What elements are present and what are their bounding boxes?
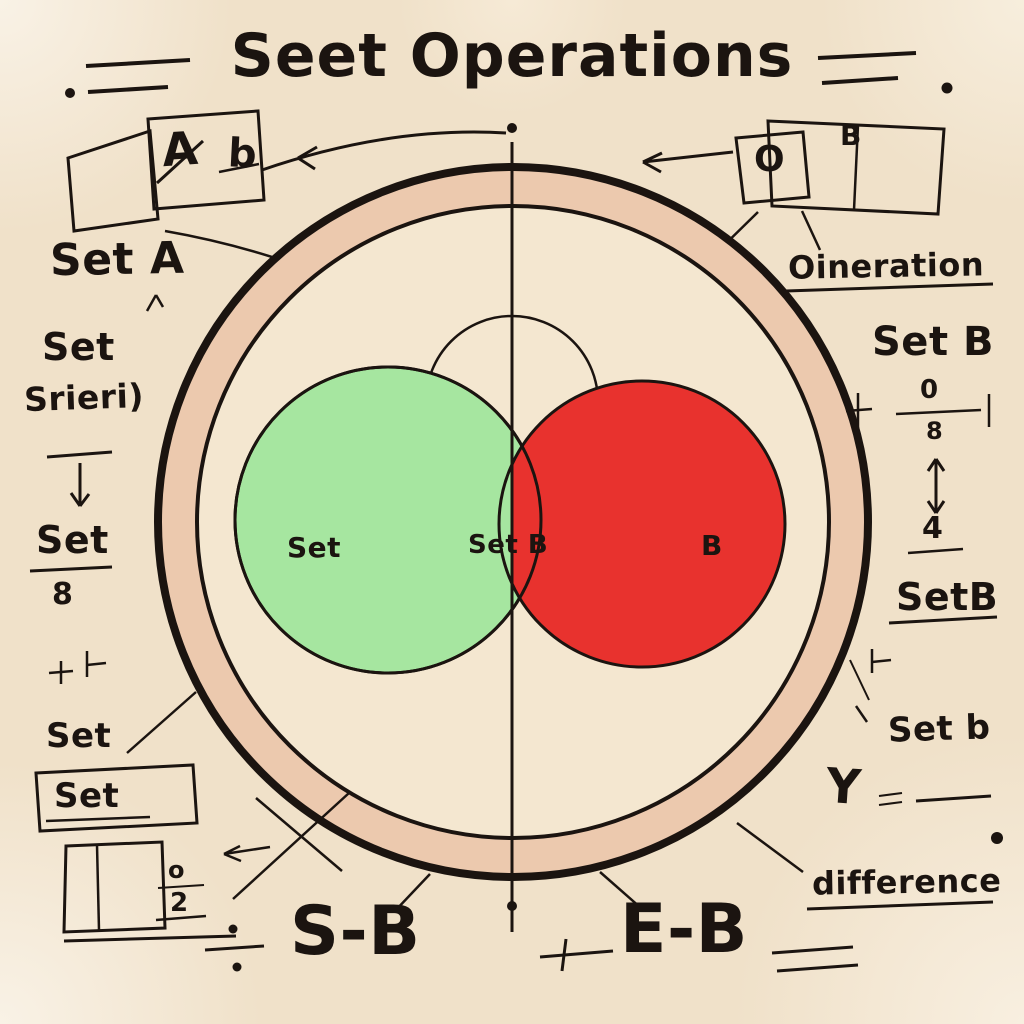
top-left-banner-sketch: [66, 109, 266, 233]
center-axis-line: [507, 123, 517, 932]
top-right-arrow: [642, 150, 734, 174]
venn-red-fill: [512, 381, 785, 667]
label-srieri: Srieri): [23, 375, 145, 420]
label-s-minus-b: S-B: [290, 892, 421, 971]
top-right-box-sketch: [706, 119, 946, 263]
label-set-a: Set A: [49, 232, 185, 287]
venn-red-outline: [497, 379, 787, 669]
banner-letter-b: b: [226, 130, 259, 178]
title-flourish-left: [65, 58, 191, 98]
top-left-arrow: [164, 130, 507, 275]
box-letter-b: B: [840, 119, 862, 152]
left-column-marks: [29, 294, 199, 833]
label-set-b-lower: Set b: [887, 707, 992, 751]
label-set-lower: Set: [46, 716, 112, 756]
leader-lines: [126, 659, 870, 913]
venn-middle-label: Set B: [468, 530, 549, 560]
label-difference: difference: [811, 861, 1002, 903]
venn-green-circle: [233, 365, 543, 675]
label-four: 4: [922, 511, 944, 546]
page-title: Seet Operations: [230, 21, 794, 91]
venn-green-outline: [233, 365, 543, 675]
label-left-fraction-top: Set: [36, 518, 109, 562]
box-letter-o: O: [754, 139, 786, 180]
label-small-2: 2: [170, 888, 189, 918]
banner-letter-a: A: [160, 120, 200, 178]
label-right-fraction-bottom: 8: [926, 417, 944, 445]
label-e-minus-b: E-B: [620, 890, 749, 969]
right-column-marks: [785, 282, 1003, 911]
label-set-b-upper: Set B: [872, 319, 994, 365]
venn-left-label: Set: [287, 531, 342, 564]
label-setb: SetB: [896, 575, 999, 619]
label-left-fraction-bottom: 8: [52, 577, 74, 612]
title-flourish-right: [817, 51, 953, 94]
label-set-upper: Set: [42, 325, 115, 369]
bottom-left-sketch: [62, 792, 350, 943]
label-right-fraction-top: 0: [920, 375, 939, 405]
label-set-boxed: Set: [54, 776, 120, 816]
bottom-marks: [204, 924, 859, 973]
label-oineration: Oineration: [787, 245, 985, 287]
label-y: Y: [824, 757, 864, 817]
venn-right-label: B: [701, 529, 723, 562]
label-small-o: o: [168, 856, 185, 884]
venn-diagram: [233, 365, 787, 675]
